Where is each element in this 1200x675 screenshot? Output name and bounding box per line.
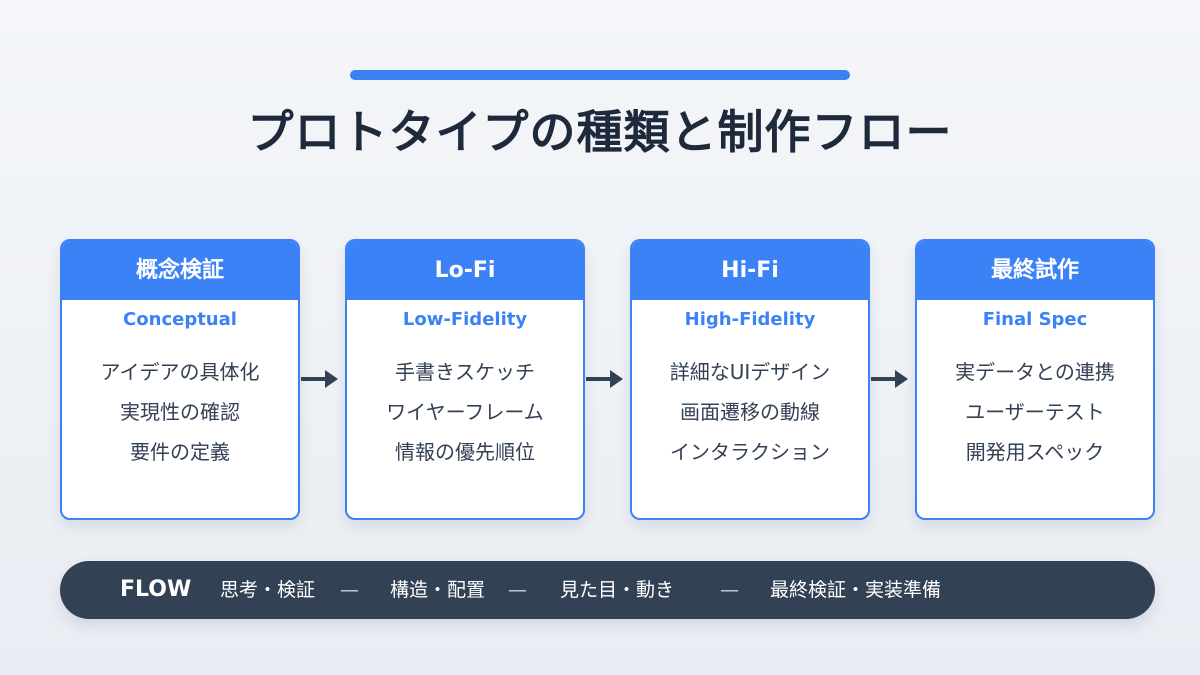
flow-separator: — [340, 579, 359, 601]
stage-card-points: 実データとの連携 ユーザーテスト 開発用スペック [917, 352, 1153, 472]
flow-step: 最終検証・実装準備 [770, 579, 942, 601]
stage-card-title: 概念検証 [62, 241, 298, 300]
stage-card-subtitle: Low-Fidelity [402, 309, 528, 330]
stage-card-title: 最終試作 [917, 241, 1153, 300]
stage-card-point: ワイヤーフレーム [386, 400, 544, 424]
stage-card-point: 要件の定義 [130, 440, 230, 464]
stage-card-point: 画面遷移の動線 [680, 400, 820, 424]
flow-step: 構造・配置 [390, 579, 486, 601]
stage-card-title: Hi-Fi [632, 241, 868, 300]
page-title: プロトタイプの種類と制作フロー [247, 105, 953, 159]
flow-label: FLOW [120, 577, 192, 602]
stage-card-point: アイデアの具体化 [100, 360, 260, 384]
flow-bar: FLOW 思考・検証 — 構造・配置 — 見た目・動き — 最終検証・実装準備 [60, 561, 1155, 619]
stage-card-point: 手書きスケッチ [395, 360, 535, 384]
flow-step: 思考・検証 [220, 579, 316, 601]
stage-card-hifi: Hi-Fi High-Fidelity 詳細なUIデザイン 画面遷移の動線 イン… [630, 239, 870, 520]
stage-card-title: Lo-Fi [347, 241, 583, 300]
flow-separator: — [508, 579, 527, 601]
stage-card-lofi: Lo-Fi Low-Fidelity 手書きスケッチ ワイヤーフレーム 情報の優… [345, 239, 585, 520]
stage-card-point: ユーザーテスト [965, 400, 1105, 424]
stage-card-points: アイデアの具体化 実現性の確認 要件の定義 [62, 352, 298, 472]
flow-step: 見た目・動き [560, 579, 675, 601]
arrow-right-icon [871, 370, 908, 388]
title-accent-bar [350, 70, 850, 80]
flow-separator: — [720, 579, 739, 601]
stage-card-conceptual: 概念検証 Conceptual アイデアの具体化 実現性の確認 要件の定義 [60, 239, 300, 520]
stage-card-point: インタラクション [670, 440, 830, 464]
stage-card-points: 手書きスケッチ ワイヤーフレーム 情報の優先順位 [347, 352, 583, 472]
stage-card-point: 情報の優先順位 [395, 440, 535, 464]
stage-card-subtitle: High-Fidelity [684, 309, 816, 330]
stage-card-subtitle: Final Spec [982, 309, 1088, 330]
stage-card-final: 最終試作 Final Spec 実データとの連携 ユーザーテスト 開発用スペック [915, 239, 1155, 520]
arrow-right-icon [586, 370, 623, 388]
stage-card-point: 詳細なUIデザイン [669, 360, 831, 384]
stage-card-subtitle: Conceptual [123, 309, 237, 330]
stage-card-point: 開発用スペック [965, 440, 1105, 464]
arrow-right-icon [301, 370, 338, 388]
stage-card-points: 詳細なUIデザイン 画面遷移の動線 インタラクション [632, 352, 868, 472]
stage-card-point: 実データとの連携 [955, 360, 1115, 384]
stage-card-point: 実現性の確認 [120, 400, 240, 424]
